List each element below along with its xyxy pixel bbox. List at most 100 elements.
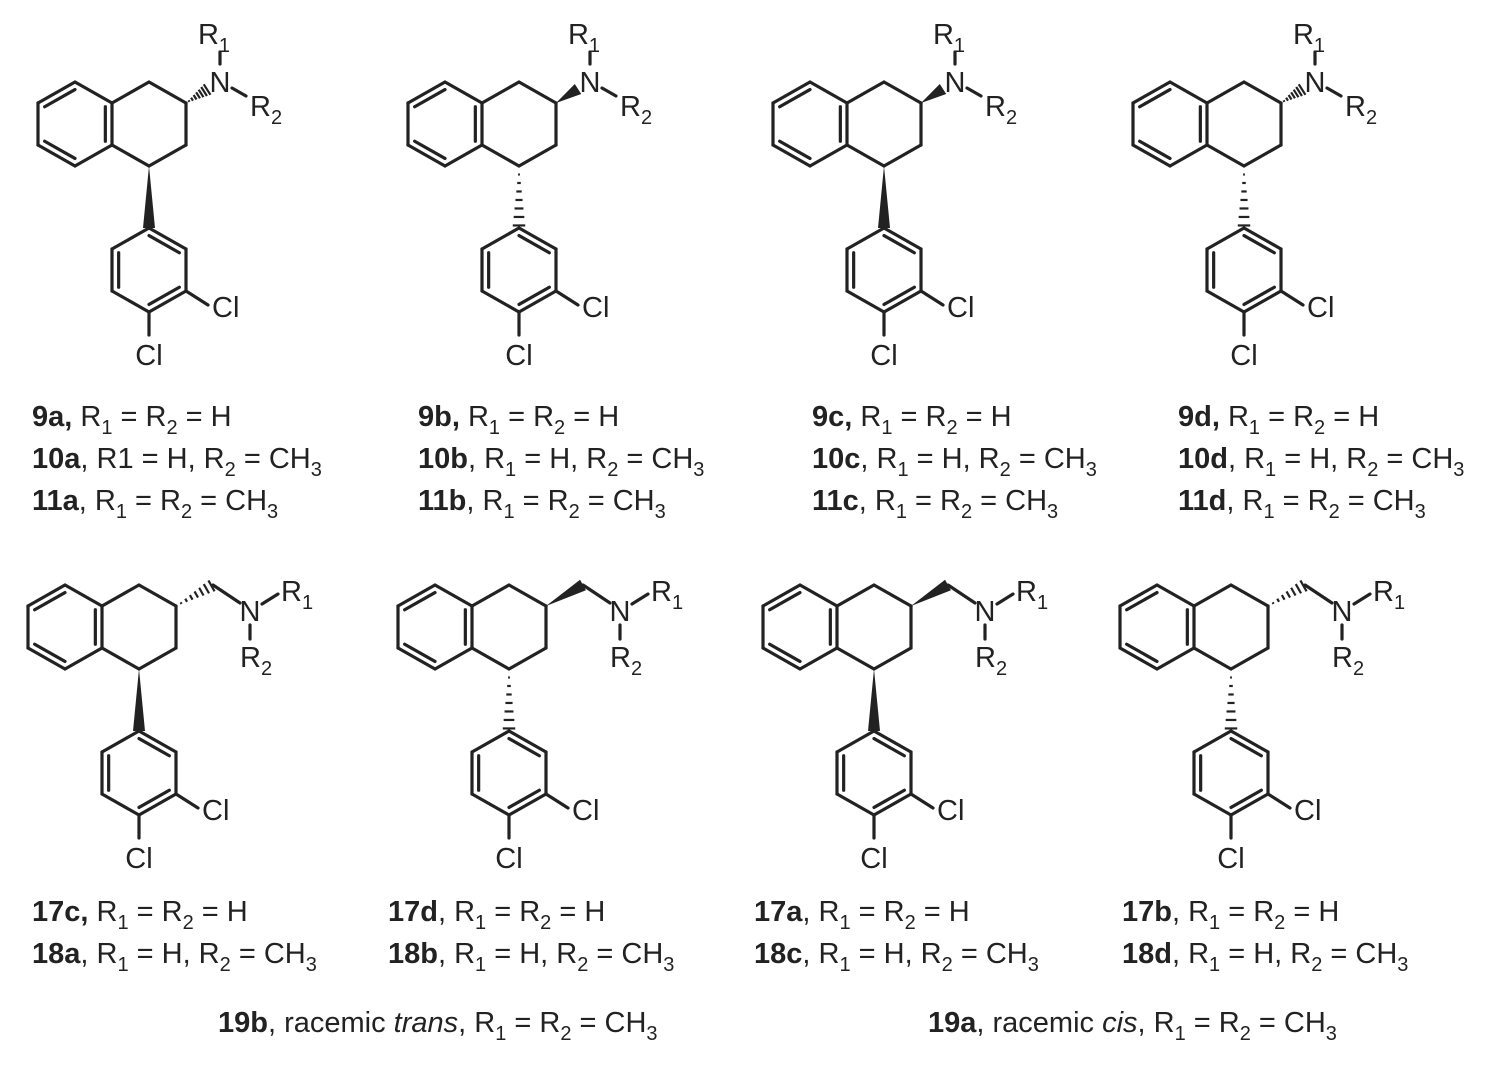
r2-group: R2 — [1332, 642, 1364, 680]
caption-text: = CH — [1340, 485, 1415, 517]
benzo-ring-bond — [26, 583, 67, 608]
saturated-ring-bond — [1229, 583, 1270, 608]
nitrogen-atom: N — [1332, 596, 1353, 628]
chlorophenyl-ring-bond — [100, 729, 141, 754]
caption-text: , R — [859, 485, 896, 517]
chlorine-atom-3: Cl — [212, 292, 239, 324]
compound-number: 18d — [1122, 938, 1172, 970]
subscript: 2 — [905, 912, 916, 934]
caption-line: 10b, R1 = H, R2 = CH3 — [418, 443, 704, 481]
subscript: 1 — [116, 501, 127, 523]
aromatic-double-bond — [1125, 642, 1159, 664]
chlorophenyl-ring-bond — [1205, 289, 1246, 314]
chlorine-atom-3: Cl — [1307, 292, 1334, 324]
atom-symbol: Cl — [1307, 292, 1334, 324]
caption-text: = H — [916, 896, 970, 928]
caption-text: , R — [438, 896, 475, 928]
compound-number: 10c — [812, 443, 860, 475]
atom-subscript: 1 — [1314, 35, 1325, 57]
benzo-ring-bond — [1131, 80, 1172, 105]
aromatic-double-bond — [1125, 590, 1159, 612]
caption-text: R — [852, 401, 881, 433]
subscript: 2 — [554, 417, 565, 439]
hash-line — [192, 94, 198, 101]
n-r2-bond — [230, 86, 248, 98]
chlorophenyl-ring-bond — [100, 792, 141, 817]
subscript: 2 — [569, 501, 580, 523]
caption-text: = CH — [192, 485, 267, 517]
atom-subscript: 2 — [1353, 658, 1364, 680]
aromatic-double-bond — [403, 590, 437, 612]
benzo-ring-bond — [808, 80, 849, 105]
saturated-ring-bond — [517, 80, 558, 105]
hash-line — [200, 86, 208, 97]
nitrogen-atom: N — [610, 596, 631, 628]
compound-number: 18c — [754, 938, 802, 970]
aromatic-double-bond — [1138, 139, 1172, 161]
benzo-ring-bond — [761, 646, 802, 671]
caption-text: = H — [551, 896, 605, 928]
subscript: 1 — [1209, 954, 1220, 976]
caption-text: , racemic — [976, 1007, 1102, 1039]
methylene-n-bond — [581, 583, 612, 605]
caption-text: R — [72, 401, 101, 433]
c-cl-bond — [554, 289, 580, 307]
r2-group: R2 — [1345, 91, 1377, 129]
atom-symbol: Cl — [505, 340, 532, 372]
hash-line — [1294, 583, 1303, 594]
chlorine-atom-3: Cl — [582, 292, 609, 324]
r1-group: R1 — [651, 576, 683, 614]
chlorophenyl-ring-bond — [1192, 729, 1233, 754]
atom-symbol: R — [1373, 576, 1394, 608]
subscript: 2 — [540, 912, 551, 934]
r2-group: R2 — [620, 91, 652, 129]
saturated-ring-bond — [882, 80, 923, 105]
hashed-wedge-bond — [1224, 676, 1238, 730]
nitrogen-atom: N — [240, 596, 261, 628]
subscript: 1 — [117, 912, 128, 934]
caption-text: , R — [80, 938, 117, 970]
benzo-ring-bond — [406, 80, 447, 105]
caption-text: = CH — [1378, 443, 1453, 475]
subscript: 2 — [607, 459, 618, 481]
chlorophenyl-ring-bond — [1242, 226, 1283, 251]
nitrogen-atom: N — [580, 67, 601, 99]
saturated-ring-bond — [480, 143, 521, 168]
chlorophenyl-ring-bond — [470, 729, 511, 754]
bold-wedge-bond — [546, 579, 586, 606]
hash-line — [1280, 594, 1286, 601]
compound-number: 19b — [218, 1007, 268, 1039]
caption-text: = R — [1260, 401, 1314, 433]
compound-number: 11b — [418, 485, 466, 517]
hash-line — [207, 579, 216, 592]
caption-text: = H, R — [851, 938, 942, 970]
hash-line — [1292, 89, 1300, 98]
aromatic-double-bond — [517, 285, 551, 307]
bold-wedge-bond — [921, 83, 947, 103]
subscript: 3 — [1453, 459, 1464, 481]
compound-number: 17b — [1122, 896, 1172, 928]
aromatic-double-bond — [413, 87, 447, 109]
aromatic-double-bond — [403, 642, 437, 664]
subscript: 1 — [1265, 459, 1276, 481]
benzo-ring-bond — [771, 143, 812, 168]
subscript: 2 — [1329, 501, 1340, 523]
atom-subscript: 1 — [954, 35, 965, 57]
r2-group: R2 — [975, 642, 1007, 680]
caption-text: = H, R — [486, 938, 577, 970]
benzo-ring-bond — [1131, 143, 1172, 168]
caption-text: = R — [851, 896, 905, 928]
chlorine-atom-4: Cl — [870, 340, 897, 372]
benzo-ring-bond — [63, 646, 104, 671]
subscript: 2 — [1000, 459, 1011, 481]
chlorophenyl-ring-bond — [517, 289, 558, 314]
atom-symbol: R — [620, 91, 641, 123]
aromatic-double-bond — [43, 87, 77, 109]
subscript: 1 — [475, 954, 486, 976]
chlorophenyl-ring-bond — [882, 226, 923, 251]
atom-symbol: R — [1332, 642, 1353, 674]
bold-wedge-bond — [911, 579, 951, 606]
c-cl-bond — [1279, 289, 1305, 307]
